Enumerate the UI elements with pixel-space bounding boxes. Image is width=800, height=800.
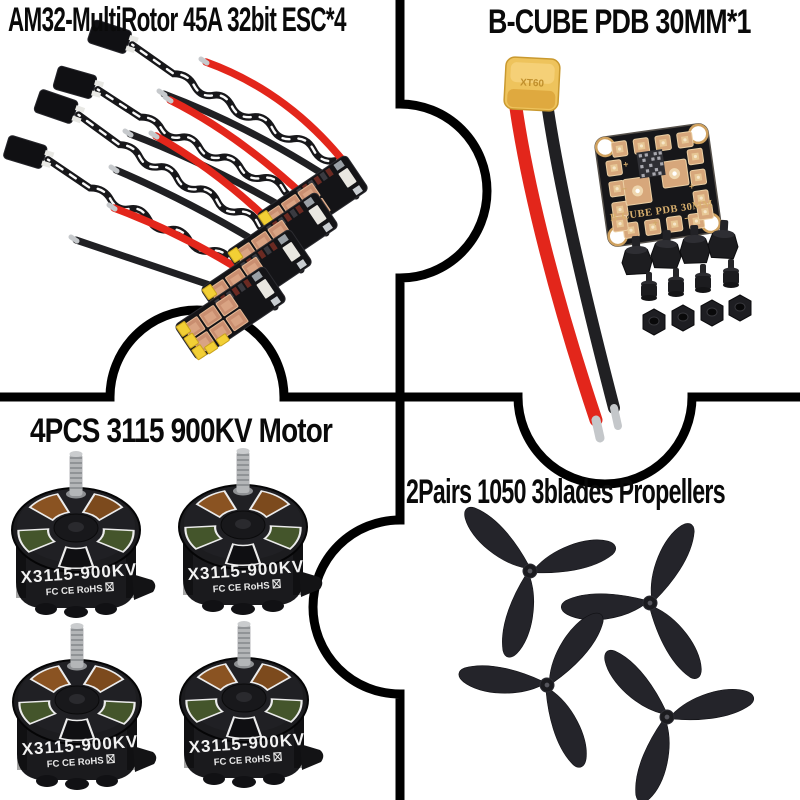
screw [695, 264, 711, 293]
nut [642, 308, 666, 336]
pdb-section: B-CUBE PDB 30MM + + + − − − XT60 [503, 56, 752, 443]
motor-1 [10, 449, 157, 620]
screw [641, 272, 657, 301]
screw [668, 268, 684, 297]
title-propeller-section: 2Pairs 1050 3blades Propellers [406, 473, 726, 511]
xt60-label: XT60 [520, 77, 545, 89]
polarity-minus-mark: − [656, 143, 663, 154]
pdb-board: B-CUBE PDB 30MM + + + − − − [593, 122, 723, 248]
screw [723, 259, 739, 288]
battery-wire-black [542, 104, 620, 414]
nut [728, 294, 752, 322]
title-pdb-section: B-CUBE PDB 30MM*1 [488, 3, 751, 41]
polarity-minus-mark: − [684, 213, 691, 224]
motor-section [10, 446, 325, 792]
qr-code-icon [636, 149, 666, 179]
nut [700, 299, 724, 327]
motor-2 [177, 446, 324, 617]
wire-tip-silver [610, 404, 622, 430]
propeller-section [446, 469, 770, 800]
title-esc-section: AM32-MultiRotor 45A 32bit ESC*4 [8, 1, 346, 39]
xt60-connector: XT60 [503, 56, 561, 112]
battery-wire-red [509, 101, 603, 427]
esc-section [2, 18, 371, 362]
polarity-plus-mark: + [622, 159, 629, 170]
motor-4 [178, 619, 325, 790]
wire-tip-silver [591, 415, 605, 443]
polarity-plus-mark: + [688, 181, 695, 192]
motor-3 [11, 621, 158, 792]
propeller-2 [549, 485, 768, 696]
nut [671, 304, 695, 332]
polarity-plus-mark: + [652, 217, 659, 228]
polarity-minus-mark: − [621, 183, 628, 194]
title-motor-section: 4PCS 3115 900KV Motor [30, 412, 333, 450]
